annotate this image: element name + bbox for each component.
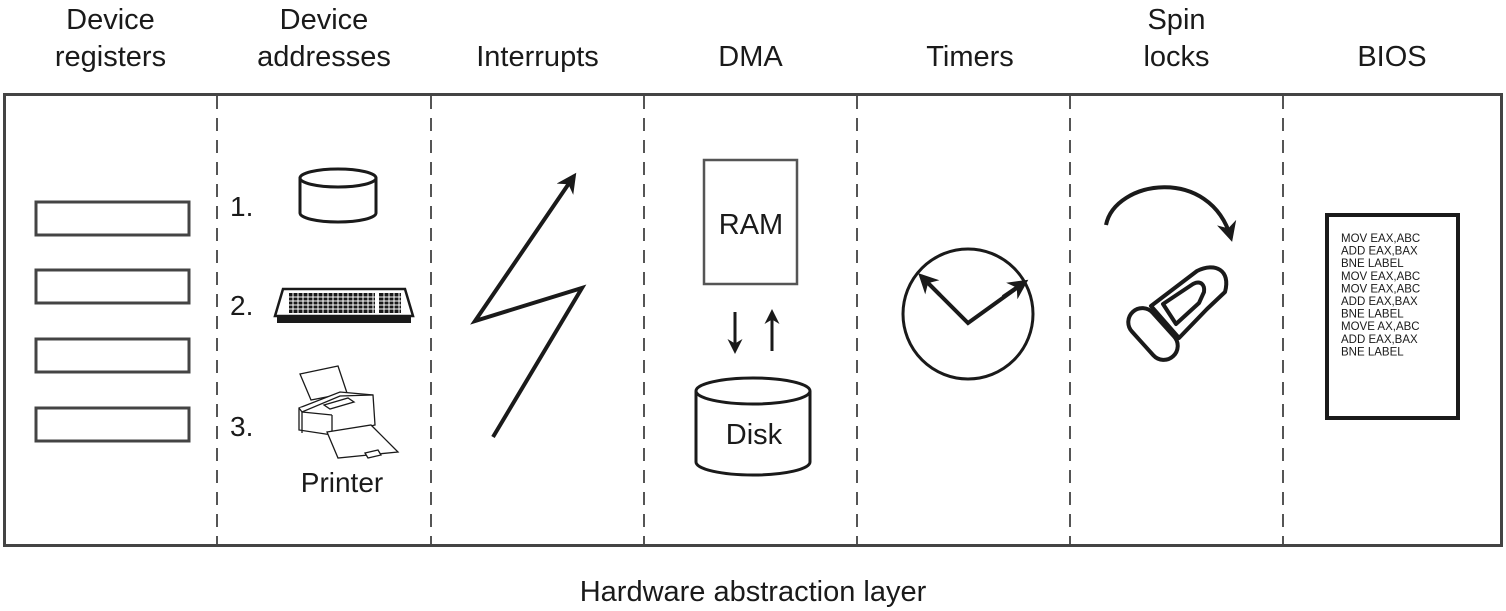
keyboard-icon: [273, 287, 415, 323]
register-box: [34, 268, 191, 305]
address-number-2: 2.: [230, 290, 253, 321]
register-box: [34, 337, 191, 374]
ram-box: [702, 158, 799, 286]
address-number-3: 3.: [230, 411, 253, 442]
printer-caption: Printer: [301, 467, 383, 498]
column-label-device-addresses: Device addresses: [257, 4, 391, 73]
bios-code-line: MOV EAX,ABC: [1341, 283, 1420, 295]
hal-frame: [3, 93, 1503, 547]
lightning-arrow-icon: [470, 172, 587, 439]
bios-code-line: MOV EAX,ABC: [1341, 233, 1420, 245]
address-number-1: 1.: [230, 191, 253, 222]
printer-icon: [298, 365, 400, 459]
column-label-spin-locks: Spin locks: [1143, 4, 1210, 73]
diagram-caption: Hardware abstraction layer: [579, 576, 927, 608]
register-box: [34, 200, 191, 237]
register-box: [34, 406, 191, 443]
bios-code-line: ADD EAX,BAX: [1341, 334, 1418, 346]
disk-cylinder-icon: [694, 376, 812, 477]
disk-cylinder-icon: [298, 167, 378, 224]
column-label-dma: DMA: [718, 41, 783, 73]
device-registers-group: [34, 200, 191, 443]
rotate-arrow-icon: [1104, 185, 1237, 242]
clock-icon: [901, 247, 1035, 381]
bios-code-line: BNE LABEL: [1341, 309, 1404, 321]
bios-code-line: BNE LABEL: [1341, 258, 1404, 270]
column-label-bios: BIOS: [1357, 41, 1427, 73]
bios-code-line: ADD EAX,BAX: [1341, 246, 1418, 258]
bios-code-line: MOVE AX,ABC: [1341, 321, 1420, 333]
ram-label: RAM: [719, 209, 783, 241]
disk-label: Disk: [726, 419, 783, 451]
column-label-interrupts: Interrupts: [476, 41, 599, 73]
column-dividers: [216, 96, 1284, 544]
column-label-timers: Timers: [926, 41, 1014, 73]
dma-group: RAM Disk: [694, 158, 812, 477]
spin-locks-group: [1104, 185, 1237, 362]
lock-icon: [1126, 265, 1229, 362]
column-label-device-registers: Device registers: [54, 4, 167, 73]
bios-code-line: MOV EAX,ABC: [1341, 271, 1420, 283]
bios-code-line: ADD EAX,BAX: [1341, 296, 1418, 308]
device-addresses-group: 1. 2. 3. Printer: [230, 167, 415, 498]
bios-code-line: BNE LABEL: [1341, 346, 1404, 358]
